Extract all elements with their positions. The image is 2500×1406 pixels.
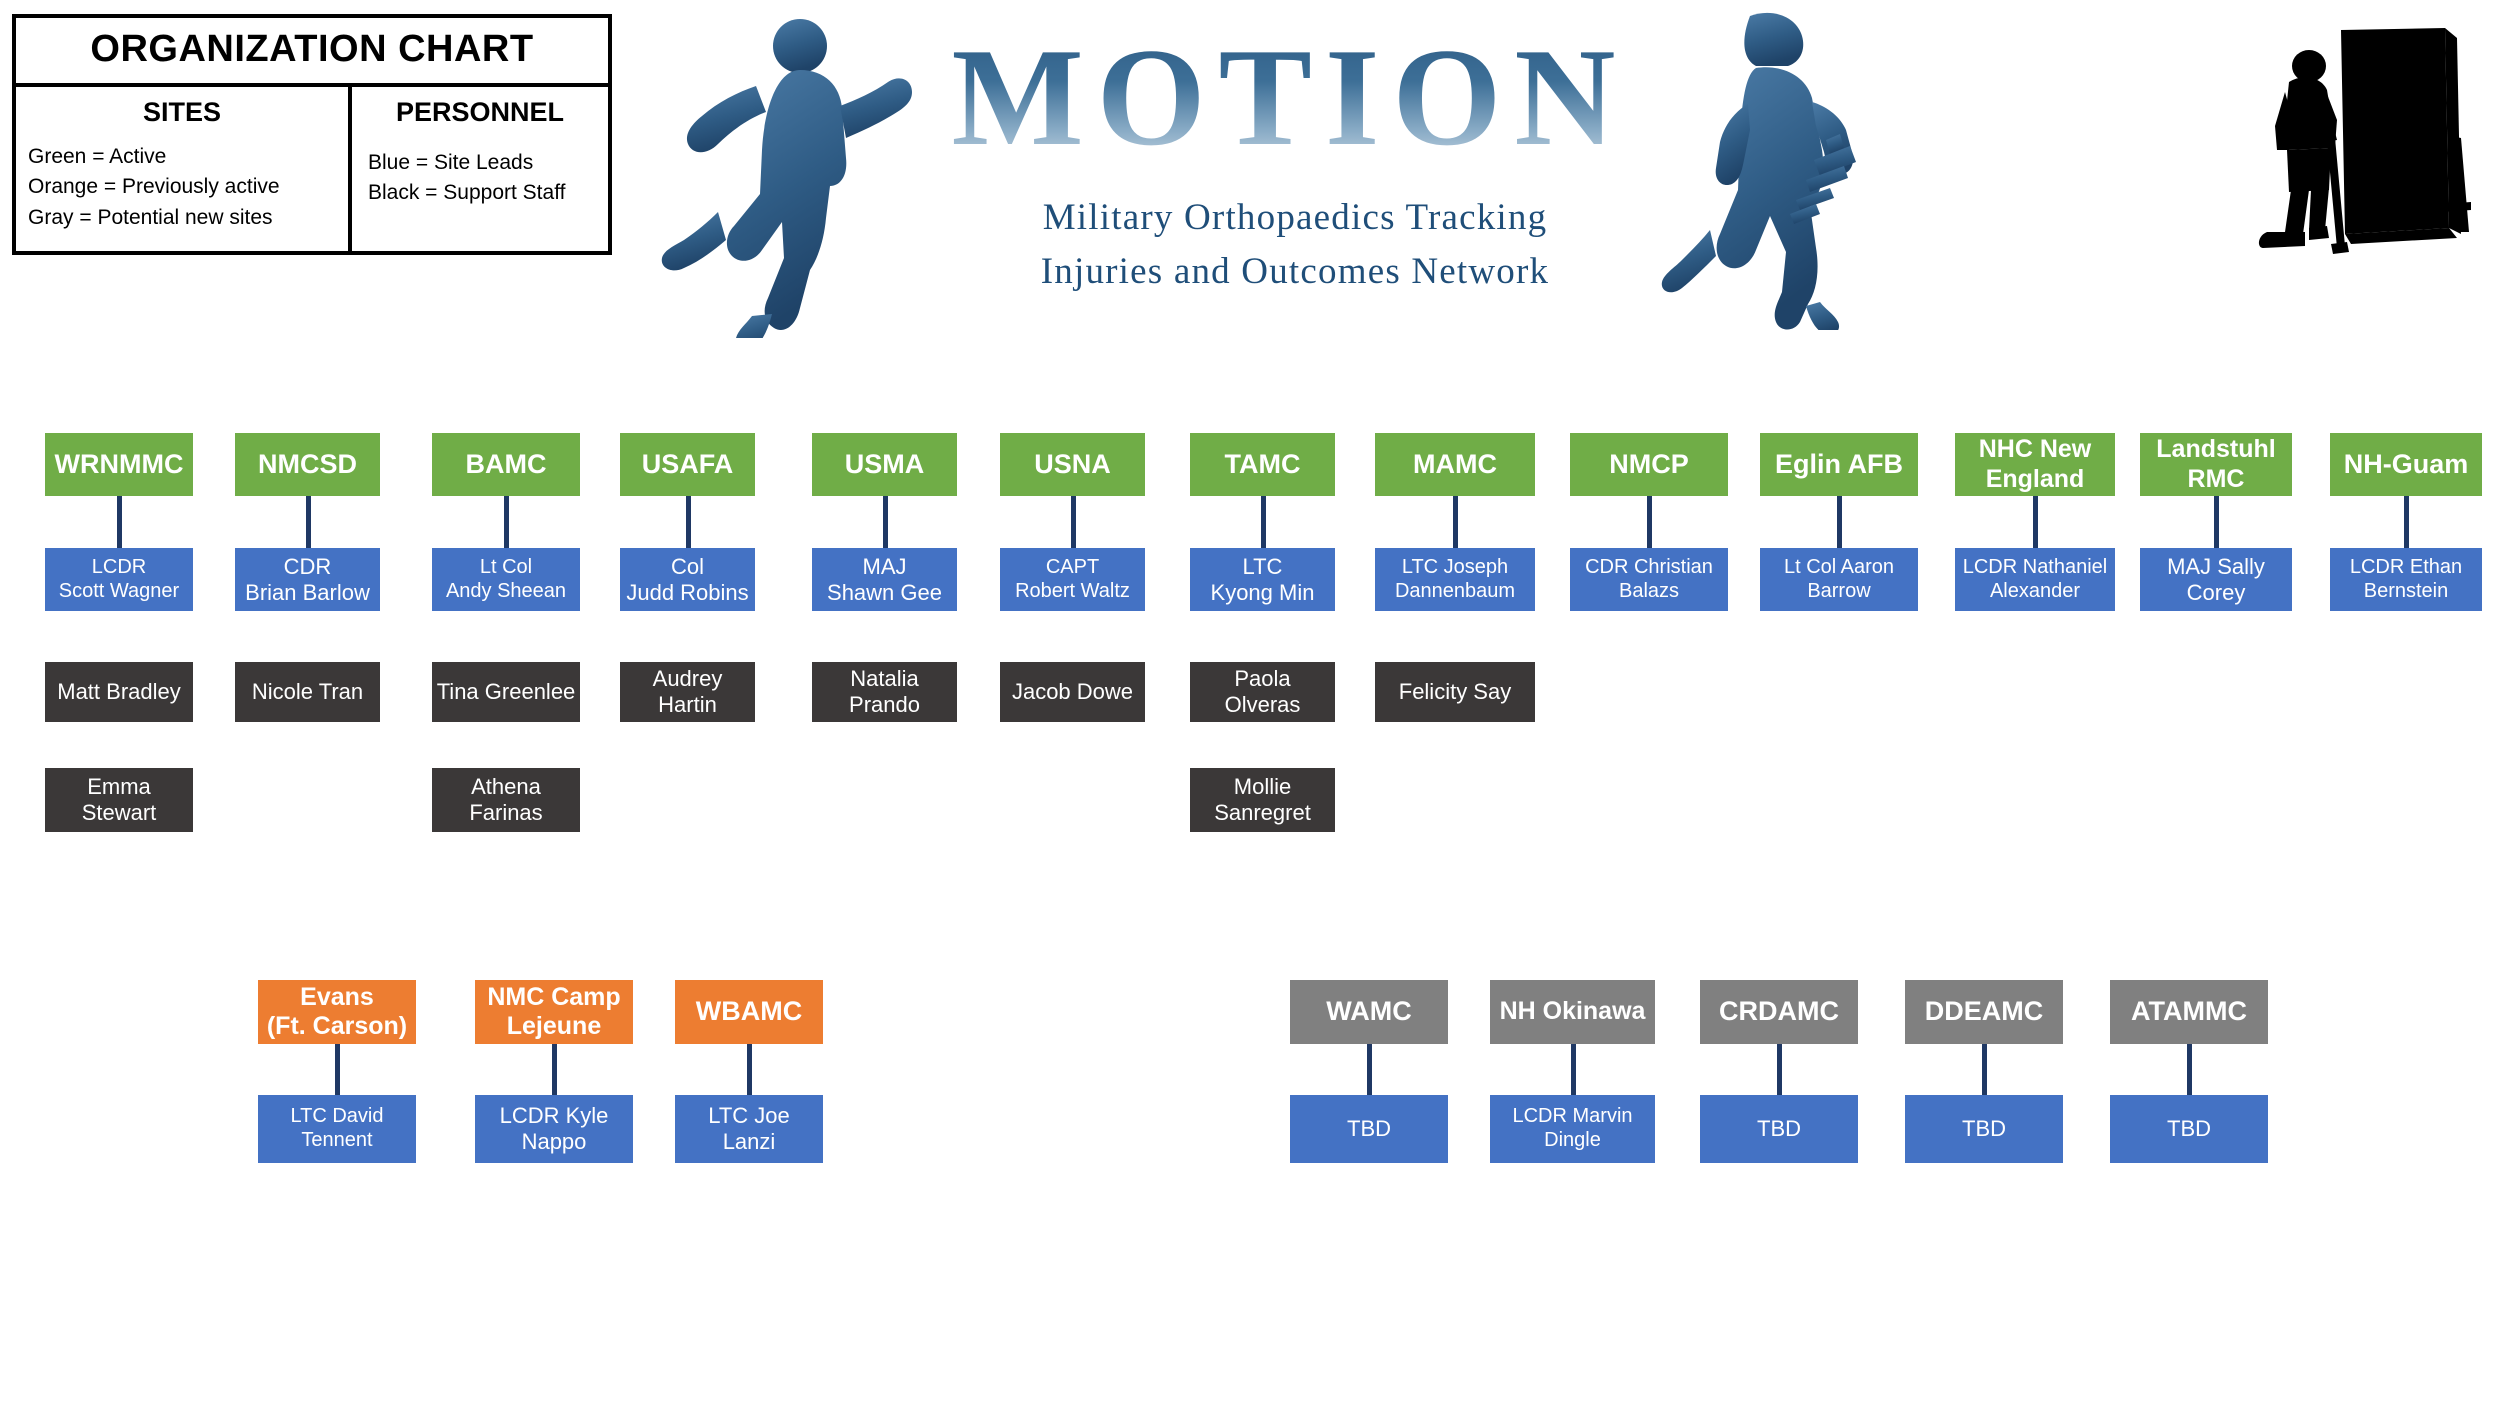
site-box-usma[interactable]: USMA [812,433,957,496]
connector-site-lead-bamc [504,496,509,548]
site-lead-box-wamc[interactable]: TBD [1290,1095,1448,1163]
support-staff-box-wrnmmc-1[interactable]: Matt Bradley [45,662,193,722]
connector-site-lead-eglin-afb [1837,496,1842,548]
legend-personnel-line-black: Black = Support Staff [368,181,566,205]
site-lead-box-ddeamc[interactable]: TBD [1905,1095,2063,1163]
motion-logo: MOTION Military Orthopaedics Tracking In… [630,0,1930,338]
connector-site-lead-tamc [1260,496,1266,548]
logo-tagline-line2: Injuries and Outcomes Network [1040,251,1550,292]
soldier-with-rifle-silhouette-icon [1661,12,1856,330]
connector-site-lead-wrnmmc [117,496,122,548]
legend-sites-column: SITES Green = Active Orange = Previously… [16,87,352,252]
site-box-evans-ft-carson[interactable]: Evans(Ft. Carson) [258,980,416,1044]
connector-site-lead-mamc [1453,496,1458,548]
legend-columns: SITES Green = Active Orange = Previously… [16,87,608,252]
connector-site-lead-usafa [685,496,691,548]
site-box-wrnmmc[interactable]: WRNMMC [45,433,193,496]
support-staff-box-nmcsd-1[interactable]: Nicole Tran [235,662,380,722]
wounded-soldier-mirror-silhouette-icon [2258,28,2471,254]
site-box-nmcsd[interactable]: NMCSD [235,433,380,496]
legend-personnel-heading: PERSONNEL [395,97,565,127]
site-lead-box-landstuhl-rmc[interactable]: MAJ Sally Corey [2140,548,2292,611]
support-staff-box-usna-1[interactable]: Jacob Dowe [1000,662,1145,722]
connector-site-lead-usma [882,496,888,548]
legend-sites-line-green: Green = Active [28,145,167,168]
support-staff-box-bamc-1[interactable]: Tina Greenlee [432,662,580,722]
site-box-atammc[interactable]: ATAMMC [2110,980,2268,1044]
connector-site-lead-nmcp [1647,496,1652,548]
legend-sites-heading: SITES [142,97,222,127]
connector-site-lead-nmc-camp-lejeune [552,1044,557,1095]
site-lead-box-atammc[interactable]: TBD [2110,1095,2268,1163]
connector-site-lead-ddeamc [1982,1044,1987,1095]
legend-sites-line-orange: Orange = Previously active [28,175,280,199]
connector-site-lead-wbamc [747,1044,752,1095]
site-box-nmcp[interactable]: NMCP [1570,433,1728,496]
site-box-crdamc[interactable]: CRDAMC [1700,980,1858,1044]
connector-site-lead-nh-guam [2404,496,2409,548]
site-box-nh-guam[interactable]: NH-Guam [2330,433,2482,496]
site-box-nh-okinawa[interactable]: NH Okinawa [1490,980,1655,1044]
connector-site-lead-nmcsd [305,496,311,548]
support-staff-box-mamc-1[interactable]: Felicity Say [1375,662,1535,722]
page-title: ORGANIZATION CHART [16,18,608,87]
site-lead-box-crdamc[interactable]: TBD [1700,1095,1858,1163]
site-box-wbamc[interactable]: WBAMC [675,980,823,1044]
connector-site-lead-usna [1070,496,1076,548]
site-box-mamc[interactable]: MAMC [1375,433,1535,496]
logo-wordmark: MOTION [940,28,1640,168]
site-box-usafa[interactable]: USAFA [620,433,755,496]
site-box-bamc[interactable]: BAMC [432,433,580,496]
connector-site-lead-atammc [2187,1044,2192,1095]
site-box-ddeamc[interactable]: DDEAMC [1905,980,2063,1044]
legend-personnel-column: PERSONNEL Blue = Site Leads Black = Supp… [352,87,608,251]
support-staff-box-usafa-1[interactable]: Audrey Hartin [620,662,755,722]
running-person-silhouette-icon [661,19,912,338]
connector-site-lead-landstuhl-rmc [2214,496,2219,548]
support-staff-box-usma-1[interactable]: Natalia Prando [812,662,957,722]
support-staff-box-tamc-1[interactable]: Paola Olveras [1190,662,1335,722]
legend-personnel-line-blue: Blue = Site Leads [368,151,534,174]
connector-site-lead-crdamc [1777,1044,1782,1095]
site-box-wamc[interactable]: WAMC [1290,980,1448,1044]
logo-tagline-line1: Military Orthopaedics Tracking [1042,197,1548,238]
connector-site-lead-evans-ft-carson [335,1044,340,1095]
site-box-usna[interactable]: USNA [1000,433,1145,496]
legend-panel: ORGANIZATION CHART SITES Green = Active … [12,14,612,256]
connector-site-lead-wamc [1367,1044,1372,1095]
site-box-eglin-afb[interactable]: Eglin AFB [1760,433,1918,496]
legend-sites-line-gray: Gray = Potential new sites [28,205,273,229]
site-box-tamc[interactable]: TAMC [1190,433,1335,496]
connector-site-lead-nh-okinawa [1570,1044,1576,1095]
connector-site-lead-nhc-new-england [2033,496,2038,548]
